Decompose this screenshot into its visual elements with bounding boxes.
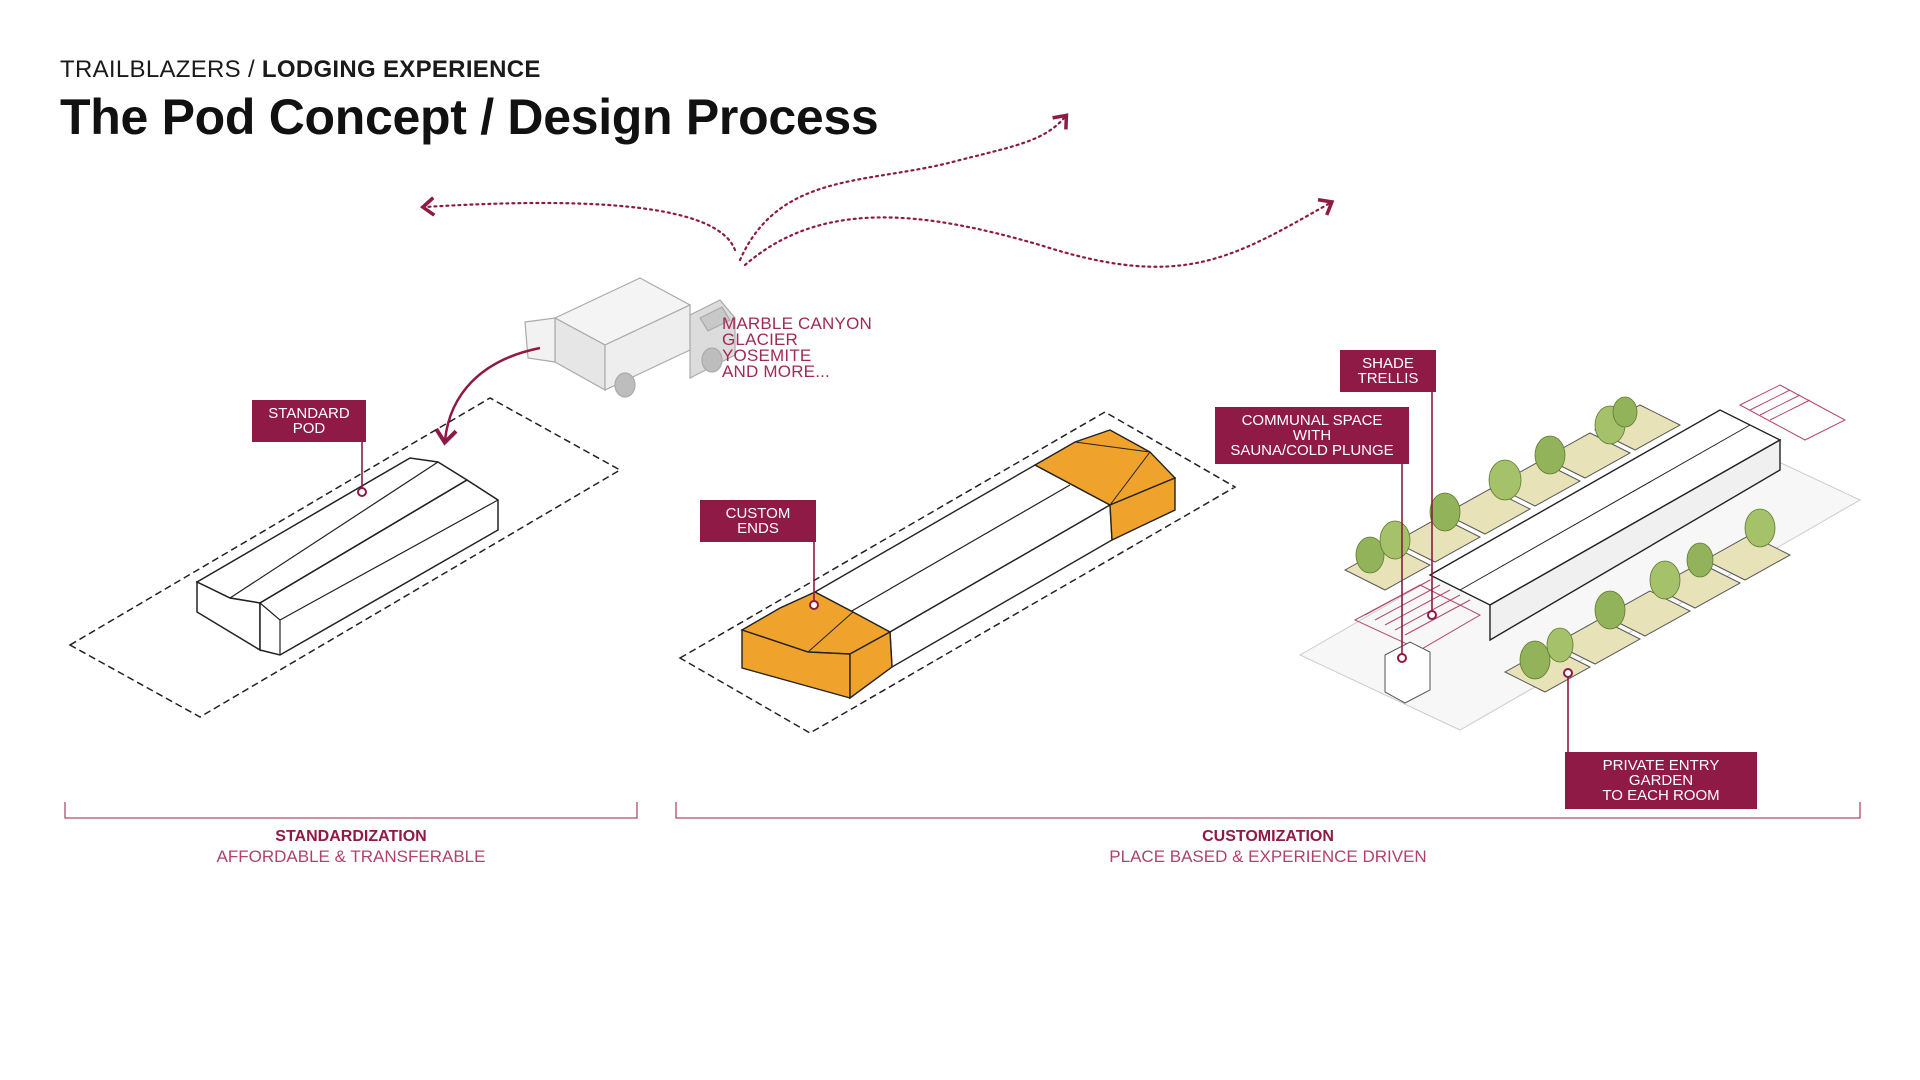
destinations-list: MARBLE CANYON GLACIER YOSEMITE AND MORE.… [722,314,872,381]
header: TRAILBLAZERS / LODGING EXPERIENCE The Po… [60,56,879,146]
kicker-bold: LODGING EXPERIENCE [261,56,541,83]
travel-arrows [419,113,1335,268]
standardization-subtitle: AFFORDABLE & TRANSFERABLE [216,847,486,866]
site-boundary [68,397,622,718]
customization-subtitle: PLACE BASED & EXPERIENCE DRIVEN [1109,847,1427,866]
standard-pod [68,397,622,718]
customization-label: CUSTOMIZATION PLACE BASED & EXPERIENCE D… [676,827,1860,867]
trees [1355,396,1776,680]
site-boundary [678,411,1237,734]
tag-standard-pod: STANDARD POD [252,400,366,442]
custom-pod [678,411,1237,734]
arrow-left [419,196,737,252]
arrow-up [738,113,1069,262]
leader-lines [361,380,1569,780]
customized-site [1298,384,1862,731]
tag-communal-space: COMMUNAL SPACE WITH SAUNA/COLD PLUNGE [1215,407,1409,464]
kicker: TRAILBLAZERS / LODGING EXPERIENCE [60,56,878,84]
standardization-bracket [64,802,638,819]
kicker-regular: TRAILBLAZERS / [60,56,262,83]
tag-shade-trellis: SHADE TRELLIS [1340,350,1436,392]
standardization-label: STANDARDIZATION AFFORDABLE & TRANSFERABL… [65,827,637,867]
page-title: The Pod Concept / Design Process [60,89,879,145]
brackets [64,802,1861,819]
standardization-title: STANDARDIZATION [275,828,427,845]
tag-private-garden: PRIVATE ENTRY GARDEN TO EACH ROOM [1565,752,1757,809]
tag-custom-ends: CUSTOM ENDS [700,500,816,542]
garden-plots-back [1343,404,1682,591]
leader-dots [357,487,1573,678]
customization-title: CUSTOMIZATION [1202,828,1334,845]
arrow-right [743,197,1335,268]
truck-icon [524,277,736,398]
delivery-arrow [434,346,541,446]
shade-trellis [1353,384,1847,651]
customization-bracket [675,802,1861,819]
